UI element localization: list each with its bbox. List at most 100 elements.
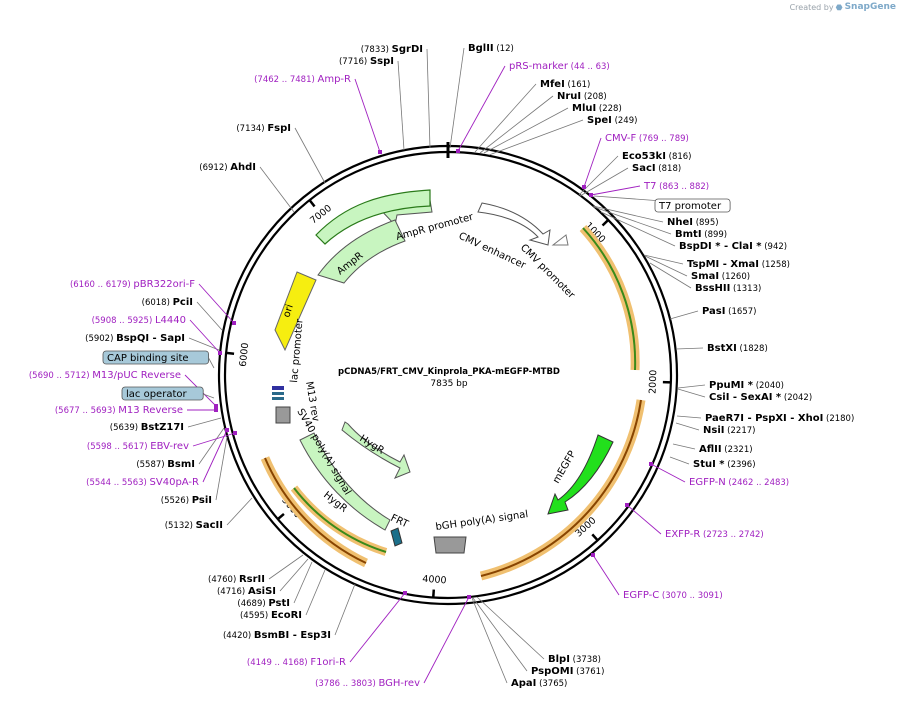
site-name: SspI bbox=[370, 56, 394, 67]
site-name: BsmI bbox=[167, 459, 195, 470]
site-leader-line bbox=[488, 119, 584, 156]
primer-leader-line bbox=[583, 137, 602, 188]
bgh-box bbox=[433, 536, 467, 554]
primer-leader-line bbox=[423, 596, 470, 684]
primer-name: M13 Reverse bbox=[118, 405, 183, 416]
site-leader-line bbox=[334, 583, 356, 636]
site-position: (5587) bbox=[136, 460, 167, 470]
site-position: (4420) bbox=[223, 631, 254, 641]
restriction-site-label: BglII (12) bbox=[468, 43, 514, 54]
primer-labels: pRS-marker (44 .. 63)(7462 .. 7481) Amp-… bbox=[29, 61, 789, 689]
primer-leader-line bbox=[202, 429, 228, 483]
primer-label: EGFP-N (2462 .. 2483) bbox=[689, 477, 789, 488]
egfp-orange-arc bbox=[479, 399, 646, 581]
site-position: (208) bbox=[581, 92, 607, 102]
primer-binding-mark bbox=[589, 193, 593, 197]
site-leader-line bbox=[677, 388, 706, 398]
frt-box bbox=[390, 527, 403, 547]
restriction-site-label: (5526) PsiI bbox=[161, 495, 212, 506]
primer-name: pRS-marker bbox=[509, 61, 569, 72]
lac-promoter-box bbox=[275, 406, 291, 424]
boxed-leader-line bbox=[208, 357, 215, 369]
site-position: (3765) bbox=[536, 679, 567, 689]
site-leader-line bbox=[479, 95, 554, 154]
primer-label: EXFP-R (2723 .. 2742) bbox=[665, 529, 764, 540]
boxed-label-text: lac operator bbox=[126, 389, 187, 400]
primer-leader-line bbox=[198, 283, 235, 324]
site-position: (4760) bbox=[208, 575, 239, 585]
primer-binding-mark bbox=[582, 185, 586, 189]
snapgene-logo-icon: ⬣ bbox=[835, 2, 843, 12]
restriction-site-label: AflII (2321) bbox=[699, 444, 753, 455]
site-leader-line bbox=[600, 211, 676, 247]
primer-position: (6160 .. 6179) bbox=[70, 280, 133, 290]
site-position: (4716) bbox=[217, 587, 248, 597]
m13-rev-mark bbox=[272, 386, 284, 390]
site-position: (3761) bbox=[573, 667, 604, 677]
site-position: (2042) bbox=[781, 393, 812, 403]
primer-binding-mark bbox=[225, 428, 229, 432]
site-leader-line bbox=[471, 597, 508, 684]
site-leader-line bbox=[474, 83, 537, 153]
sv40-orange-arc-inner bbox=[264, 457, 367, 564]
restriction-site-label: (4595) EcoRI bbox=[240, 610, 302, 621]
restriction-site-label: PpuMI * (2040) bbox=[709, 380, 784, 391]
primer-position: (769 .. 789) bbox=[636, 134, 689, 144]
primer-leader-line bbox=[349, 592, 406, 663]
site-position: (228) bbox=[596, 104, 622, 114]
restriction-site-label: BspDI * - ClaI * (942) bbox=[679, 241, 787, 252]
restriction-site-label: PspOMI (3761) bbox=[531, 666, 604, 677]
site-position: (4689) bbox=[237, 599, 268, 609]
cmv-enhancer-arrow bbox=[477, 202, 551, 246]
site-position: (12) bbox=[494, 44, 514, 54]
site-name: PaeR7I - PspXI - XhoI bbox=[705, 413, 823, 424]
site-position: (1828) bbox=[737, 344, 768, 354]
site-leader-line bbox=[397, 60, 405, 151]
site-leader-line bbox=[643, 254, 684, 265]
primer-position: (5598 .. 5617) bbox=[87, 442, 150, 452]
site-position: (899) bbox=[702, 230, 728, 240]
primer-position: (5908 .. 5925) bbox=[92, 316, 155, 326]
primer-binding-mark bbox=[467, 595, 471, 599]
site-name: NsiI bbox=[703, 425, 724, 436]
primer-binding-mark bbox=[403, 591, 407, 595]
restriction-site-label: (5132) SacII bbox=[165, 520, 223, 531]
site-leader-line bbox=[449, 47, 465, 149]
feature-label-hygr-1: HygR bbox=[357, 433, 386, 457]
restriction-site-label: SmaI (1260) bbox=[691, 271, 750, 282]
primer-label: T7 (863 .. 882) bbox=[643, 181, 709, 192]
primer-label: (5908 .. 5925) L4440 bbox=[92, 315, 186, 326]
site-position: (1260) bbox=[719, 272, 750, 282]
site-position: (1313) bbox=[730, 284, 761, 294]
primer-label: (4149 .. 4168) F1ori-R bbox=[247, 657, 346, 668]
site-position: (2180) bbox=[823, 414, 854, 424]
cmv-promoter-arc-inner bbox=[582, 227, 637, 371]
site-name: BmtI bbox=[675, 229, 702, 240]
restriction-site-label: BmtI (899) bbox=[675, 229, 727, 240]
site-name: BglII bbox=[468, 43, 494, 54]
site-leader-line bbox=[198, 427, 225, 465]
restriction-site-label: (4716) AsiSI bbox=[217, 586, 276, 597]
site-position: (249) bbox=[612, 116, 638, 126]
site-name: BstXI bbox=[707, 343, 737, 354]
scale-tick bbox=[277, 512, 285, 521]
site-leader-line bbox=[649, 262, 692, 289]
site-name: BspQI - SapI bbox=[116, 333, 185, 344]
site-name: AflII bbox=[699, 444, 722, 455]
site-name: AsiSI bbox=[248, 586, 276, 597]
plasmid-size: 7835 bp bbox=[430, 379, 467, 389]
restriction-site-label: MluI (228) bbox=[572, 103, 622, 114]
ori-arrow bbox=[274, 271, 317, 352]
scale-tick bbox=[308, 199, 316, 208]
site-leader-line bbox=[483, 107, 569, 154]
megfp-arrow bbox=[547, 434, 614, 515]
restriction-site-label: (7134) FspI bbox=[236, 123, 291, 134]
feature-label-sv40-polya: SV40 poly(A) signal bbox=[294, 407, 352, 497]
site-name: AhdI bbox=[230, 162, 256, 173]
primer-name: L4440 bbox=[155, 315, 186, 326]
primer-binding-mark bbox=[214, 404, 218, 408]
site-leader-line bbox=[676, 415, 702, 419]
site-position: (2217) bbox=[724, 426, 755, 436]
